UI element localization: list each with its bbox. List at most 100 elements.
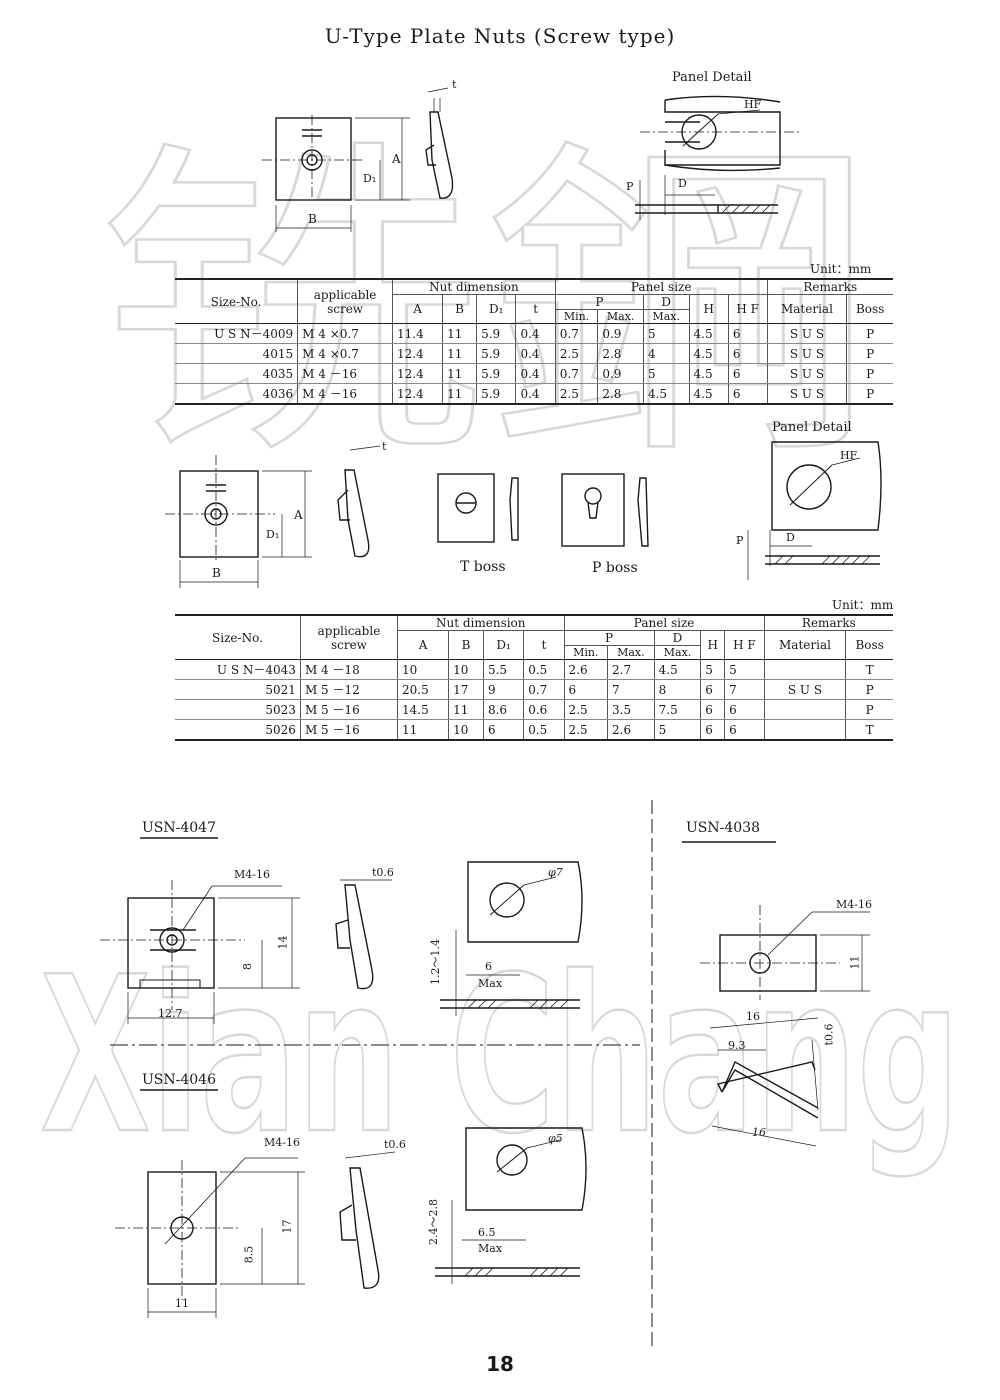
watermark-english: Xian Chang: [40, 930, 960, 1181]
usn-4047-max: Max: [478, 977, 503, 990]
usn-4046-hole: φ5: [548, 1132, 563, 1145]
dim-t-2: t: [382, 440, 387, 453]
col-d: D: [653, 630, 701, 646]
col-boss: Boss: [846, 294, 893, 324]
usn-4047-label: USN-4047: [142, 820, 216, 836]
dim-d-1: D: [678, 177, 687, 190]
col-b: B: [442, 294, 477, 324]
usn-4038-screw: M4-16: [836, 898, 872, 911]
col-d-max: Max.: [653, 645, 701, 660]
col-p-max: Max.: [597, 309, 644, 324]
col-d1: D₁: [482, 630, 524, 660]
col-size-no: Size-No.: [175, 614, 301, 660]
usn-4046-max: Max: [478, 1242, 503, 1255]
usn-4046-d: 6.5: [478, 1226, 496, 1239]
col-p: P: [563, 630, 655, 646]
col-boss: Boss: [845, 630, 893, 660]
usn-4046-d1: 8.5: [242, 1245, 256, 1264]
col-hf: H F: [727, 294, 768, 324]
unit-label-1: Unit：mm: [810, 262, 872, 276]
col-panel-size: Panel size: [563, 614, 765, 631]
col-remarks: Remarks: [763, 614, 893, 631]
col-p-min: Min.: [554, 309, 598, 324]
col-d1: D₁: [476, 294, 516, 324]
col-t: t: [515, 294, 556, 324]
col-p: P: [554, 294, 644, 310]
usn-4038-inner: 9.3: [728, 1039, 746, 1052]
usn-4046-screw: M4-16: [264, 1136, 300, 1149]
col-h: H: [700, 630, 725, 660]
col-b: B: [448, 630, 484, 660]
usn-plate-nut-drawing-1: [262, 87, 454, 232]
usn-4046-thickness: t0.6: [384, 1138, 406, 1151]
usn-4047-d: 6: [485, 960, 492, 973]
dim-a-2: A: [294, 508, 303, 522]
dim-hf-2: HF: [840, 449, 858, 462]
usn-4047-drawing: [100, 837, 583, 1024]
col-a: A: [392, 294, 443, 324]
usn-4046-width: 11: [175, 1297, 189, 1310]
unit-label-2: Unit：mm: [832, 598, 894, 612]
usn-4047-height: 14: [276, 935, 290, 950]
usn-4047-width: 12.7: [158, 1007, 183, 1020]
usn-4038-label: USN-4038: [686, 820, 760, 836]
p-boss-label: P boss: [592, 560, 638, 576]
col-d: D: [642, 294, 690, 310]
p-boss-drawing: [561, 473, 649, 547]
dim-t-1: t: [452, 78, 457, 91]
panel-detail-drawing-1: [635, 95, 800, 220]
col-size-no: Size-No.: [175, 278, 298, 324]
usn-4038-len-top: 16: [746, 1010, 760, 1023]
dim-a-1: A: [392, 152, 401, 166]
dim-d1-1: D₁: [363, 172, 377, 185]
col-remarks: Remarks: [766, 278, 893, 295]
dim-b-1: B: [308, 212, 317, 226]
col-d-max: Max.: [642, 309, 690, 324]
usn-4046-height: 17: [280, 1219, 294, 1234]
usn-4038-height: 11: [848, 955, 862, 970]
col-h: H: [688, 294, 729, 324]
usn-4047-hole: φ7: [548, 866, 563, 879]
page-number: 18: [486, 1352, 514, 1376]
usn-4047-thickness: t0.6: [372, 866, 394, 879]
dim-d-2: D: [786, 531, 795, 544]
dim-d1-2: D₁: [266, 528, 280, 541]
panel-detail-label-1: Panel Detail: [672, 70, 752, 85]
panel-detail-drawing-2: [747, 441, 882, 580]
dim-b-2: B: [212, 566, 221, 580]
col-material: Material: [766, 294, 847, 324]
col-p-max: Max.: [607, 645, 655, 660]
dim-p-2: P: [736, 534, 744, 547]
usn-4047-range: 1.2～1.4: [429, 939, 442, 985]
col-panel-size: Panel size: [554, 278, 768, 295]
usn-4046-drawing: [115, 1089, 587, 1318]
usn-4047-d1: 8: [241, 963, 254, 970]
col-a: A: [396, 630, 449, 660]
dim-p-1: P: [626, 180, 634, 193]
col-nut-dimension: Nut dimension: [396, 614, 564, 631]
t-boss-label: T boss: [460, 559, 506, 575]
usn-4046-label: USN-4046: [142, 1072, 216, 1088]
dim-hf-1: HF: [744, 98, 762, 111]
col-nut-dimension: Nut dimension: [392, 278, 556, 295]
col-t: t: [523, 630, 564, 660]
col-material: Material: [763, 630, 846, 660]
usn-4038-drawing: [682, 841, 870, 1147]
usn-4047-screw: M4-16: [234, 868, 270, 881]
col-hf: H F: [724, 630, 765, 660]
panel-detail-label-2: Panel Detail: [772, 420, 852, 435]
usn-4046-range: 2.4～2.8: [427, 1199, 440, 1245]
page-title: U-Type Plate Nuts (Screw type): [324, 24, 676, 48]
